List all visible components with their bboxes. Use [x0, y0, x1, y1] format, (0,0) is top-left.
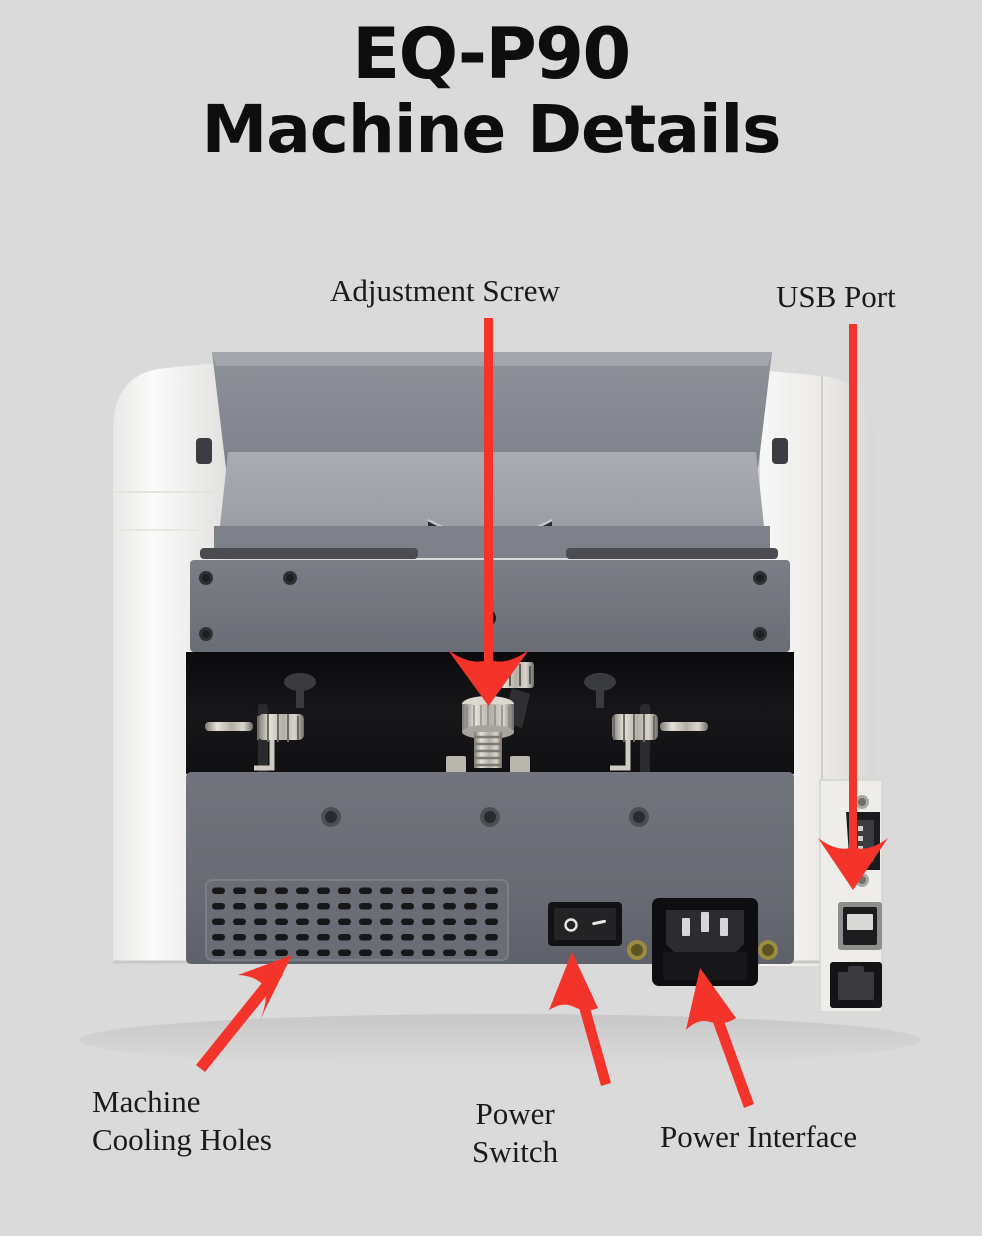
title-line-1: EQ-P90	[352, 13, 631, 95]
arrow-usb-port	[818, 324, 888, 890]
power-switch-off-mark	[564, 918, 578, 932]
hopper-tab-left	[196, 438, 212, 464]
power-switch-part	[548, 902, 622, 946]
cooling-vents	[205, 879, 509, 961]
power-inlet-lower	[663, 952, 747, 980]
arrow-cooling-holes-head	[238, 955, 292, 1020]
power-switch-on-mark	[592, 919, 606, 926]
callout-label-power-switch: Power Switch	[472, 1096, 559, 1169]
arrow-usb-port-shaft	[849, 324, 857, 852]
callout-label-usb-port: USB Port	[776, 279, 896, 314]
roller-assembly-right	[584, 673, 708, 774]
lower-panel-screws	[321, 807, 649, 827]
callout-label-adjustment-screw: Adjustment Screw	[330, 273, 560, 308]
hopper-rail-right	[566, 548, 778, 559]
rj-jack	[830, 962, 882, 1008]
lower-grey-panel	[186, 772, 794, 986]
roller-assembly-left	[205, 673, 316, 774]
arrow-usb-port-head	[818, 838, 888, 890]
hopper-tab-right	[772, 438, 788, 464]
power-interface-part	[627, 898, 778, 986]
power-inlet-pin-n	[720, 918, 728, 936]
page-title: EQ-P90 Machine Details	[0, 13, 982, 168]
annotation-arrows	[196, 318, 888, 1108]
arrow-power-interface-head	[686, 968, 736, 1030]
arrow-power-interface-shaft	[706, 999, 754, 1108]
arrow-power-switch-head	[549, 952, 598, 1011]
ground-shadow	[80, 1014, 920, 1066]
arrow-power-interface	[686, 968, 754, 1108]
arrow-cooling-holes	[196, 955, 292, 1072]
upper-panel-screws	[199, 571, 767, 641]
arrow-adjustment-screw-head	[448, 650, 529, 706]
callout-label-power-interface: Power Interface	[660, 1119, 858, 1154]
usb-a-port	[838, 902, 882, 950]
arrow-adjustment-screw-shaft	[484, 318, 493, 662]
vent-hole-grid	[212, 886, 504, 956]
arrow-cooling-holes-shaft	[196, 968, 283, 1072]
power-inlet-pin-l	[682, 918, 690, 936]
arrow-adjustment-screw	[448, 318, 529, 706]
arrow-power-switch	[549, 952, 611, 1086]
adjustment-screw-part	[446, 696, 530, 774]
callout-label-cooling-holes: Machine Cooling Holes	[92, 1084, 272, 1157]
power-switch-rocker	[554, 908, 616, 940]
hopper-rail-left	[200, 548, 418, 559]
title-line-2: Machine Details	[201, 90, 782, 168]
usb-tongue	[847, 914, 873, 930]
power-inlet-pin-e	[701, 912, 709, 932]
